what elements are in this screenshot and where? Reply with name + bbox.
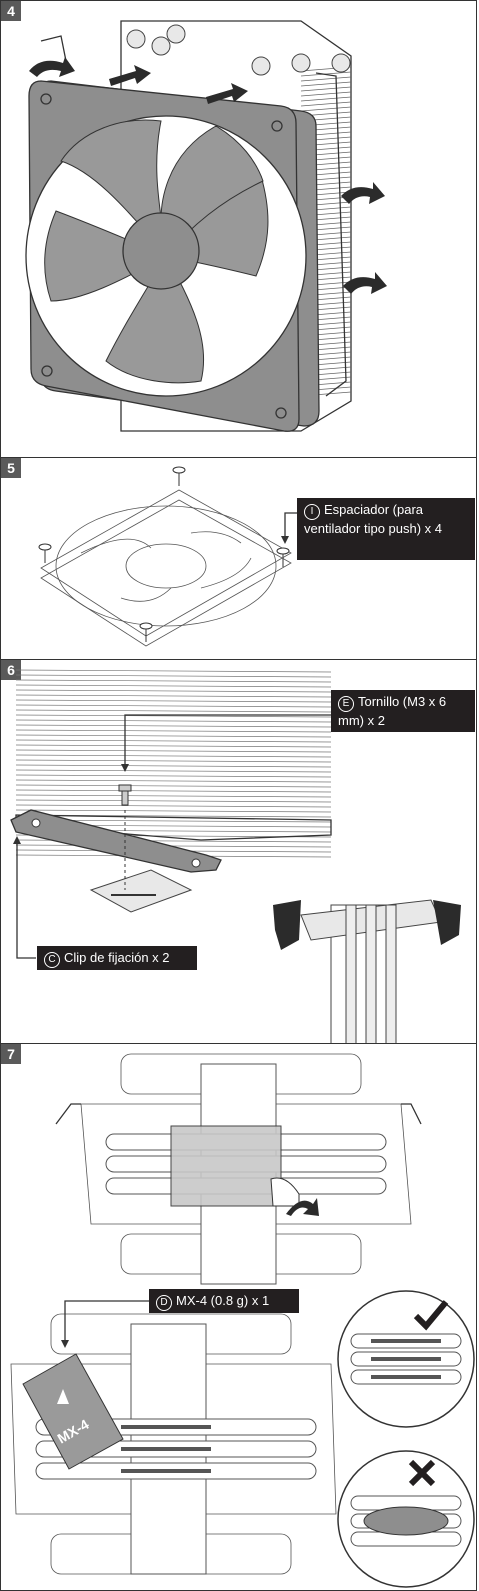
heatpipes-top <box>126 24 351 76</box>
paste-label: D MX-4 (0.8 g) x 1 <box>149 1289 299 1313</box>
cooler-base-top <box>55 1053 422 1285</box>
fan-blades <box>44 119 269 384</box>
incorrect-application-detail <box>337 1450 475 1588</box>
paste-label-text: MX-4 (0.8 g) x 1 <box>176 1293 270 1308</box>
mounting-clip <box>10 809 222 873</box>
step-5-number: 5 <box>1 458 21 478</box>
clip-detail <box>273 899 461 1043</box>
clip-label: C Clip de fijación x 2 <box>37 946 197 970</box>
fan-mounting-illustration <box>25 20 387 432</box>
mx4-packet <box>22 1353 124 1470</box>
cooler-base-bottom <box>10 1313 337 1575</box>
fan-outline <box>40 489 292 647</box>
step-4-panel: 4 <box>0 0 477 458</box>
direction-arrows <box>29 57 387 294</box>
step-6-panel: 6 <box>0 659 477 1044</box>
clip-mounting-illustration <box>10 669 461 1043</box>
clip-label-text: Clip de fijación x 2 <box>64 950 170 965</box>
cpu-base <box>89 869 193 913</box>
spacers <box>38 466 290 642</box>
thermal-paste-illustration: MX-4 <box>10 1053 475 1588</box>
spacer-illustration <box>38 466 297 647</box>
fan-hub <box>122 212 200 290</box>
step-7-number: 7 <box>1 1044 21 1064</box>
spacer-letter-badge: I <box>304 504 320 520</box>
spacer-label-text: Espaciador (para ventilador tipo push) x… <box>304 502 443 536</box>
screw-letter-badge: E <box>338 696 354 712</box>
paste-letter-badge: D <box>156 1295 172 1311</box>
screw-label-text: Tornillo (M3 x 6 mm) x 2 <box>338 694 447 728</box>
screw <box>118 784 132 792</box>
clip-letter-badge: C <box>44 952 60 968</box>
cross-icon <box>408 1459 436 1487</box>
spacer-leader-line <box>284 512 297 540</box>
step-7-panel: 7 <box>0 1043 477 1591</box>
wire-clip <box>40 35 347 397</box>
step-4-number: 4 <box>1 1 21 21</box>
correct-application-detail <box>337 1290 475 1428</box>
checkmark-icon <box>413 1300 449 1331</box>
